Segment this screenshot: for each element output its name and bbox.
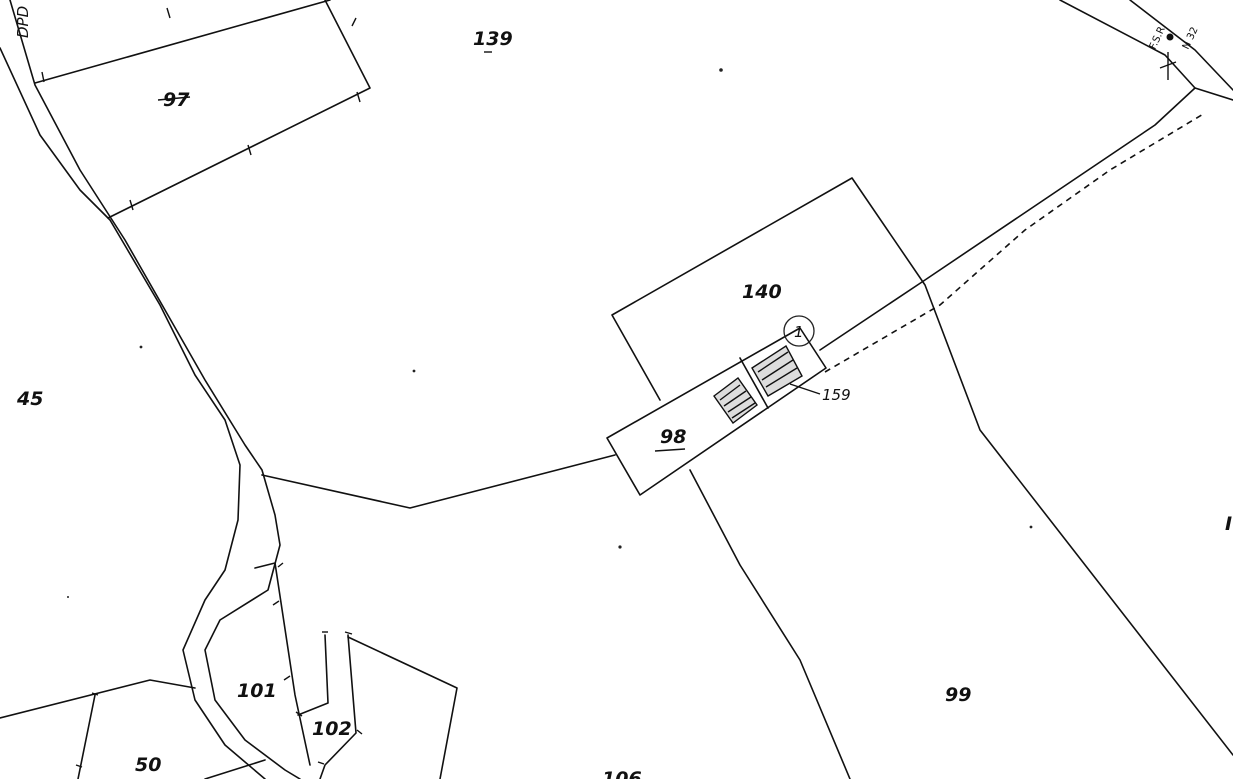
label-97: 97 <box>163 89 190 111</box>
building-hatched-2 <box>751 344 803 397</box>
parcel-99-boundary <box>689 469 851 779</box>
parcel-98-boundary <box>606 315 827 496</box>
road-edge-west <box>0 47 266 779</box>
label-102: 102 <box>312 718 352 740</box>
building-marker-label: 1 <box>794 323 804 341</box>
label-edge-top-left: DPD <box>14 6 32 38</box>
survey-marker-label-2: N 32 <box>1181 25 1201 51</box>
road-edge-east <box>9 0 301 779</box>
parcel-50-boundary <box>0 679 266 779</box>
parcel-labels: DPD 139 97 45 140 98 159 1 99 101 102 50… <box>14 6 1232 779</box>
parcel-140-boundary <box>611 177 1233 756</box>
label-140: 140 <box>742 281 782 303</box>
label-edge-right: I <box>1225 513 1232 535</box>
dashed-boundary <box>824 112 1206 373</box>
parcel-97-boundary <box>34 0 371 219</box>
label-159: 159 <box>822 386 851 404</box>
survey-marker-label-1: F.S.R. <box>1148 22 1169 51</box>
building-hatched-1 <box>713 377 758 424</box>
label-99: 99 <box>945 684 971 706</box>
label-98: 98 <box>660 426 686 448</box>
map-specks <box>67 68 1033 598</box>
survey-marker <box>1159 33 1177 80</box>
label-50: 50 <box>135 754 161 776</box>
road <box>0 0 301 779</box>
label-139: 139 <box>473 28 513 50</box>
label-106: 106 <box>602 768 642 779</box>
label-45: 45 <box>16 388 43 410</box>
access-path <box>261 0 1233 509</box>
parcel-101-102-boundary <box>254 562 458 779</box>
label-101: 101 <box>237 680 277 702</box>
building-marker-circle <box>783 315 815 347</box>
